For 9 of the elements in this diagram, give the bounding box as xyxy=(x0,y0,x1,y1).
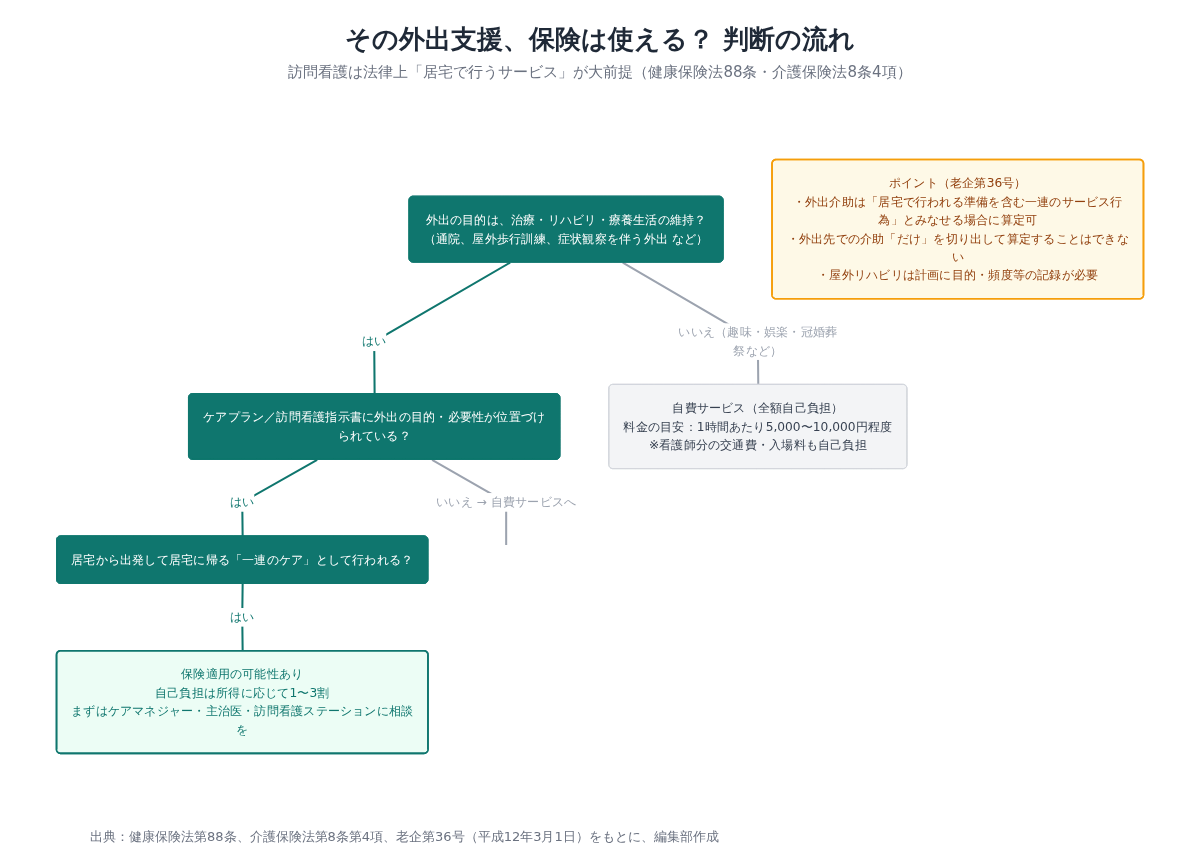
edge-label: はい xyxy=(361,333,387,349)
edge-label: はい xyxy=(230,494,255,509)
connector xyxy=(373,261,511,394)
title: その外出支援、保険は使える？ 判断の流れ xyxy=(344,23,856,56)
edge-label: いいえ → 自費サービスへ xyxy=(436,494,577,509)
caption: 出典：健康保険法第88条、介護保険法第8条第4項、老企第36号（平成12年3月1日）をもとに、編集部作成 xyxy=(90,828,719,846)
subtitle: 訪問看護は法律上「居宅で行うサービス」が大前提（健康保険法88条・介護保険法8条4項） xyxy=(288,63,912,82)
edge-label: はい xyxy=(230,609,255,624)
edge-label: いいえ（趣味・娯楽・冠婚葬祭など） xyxy=(678,324,838,358)
